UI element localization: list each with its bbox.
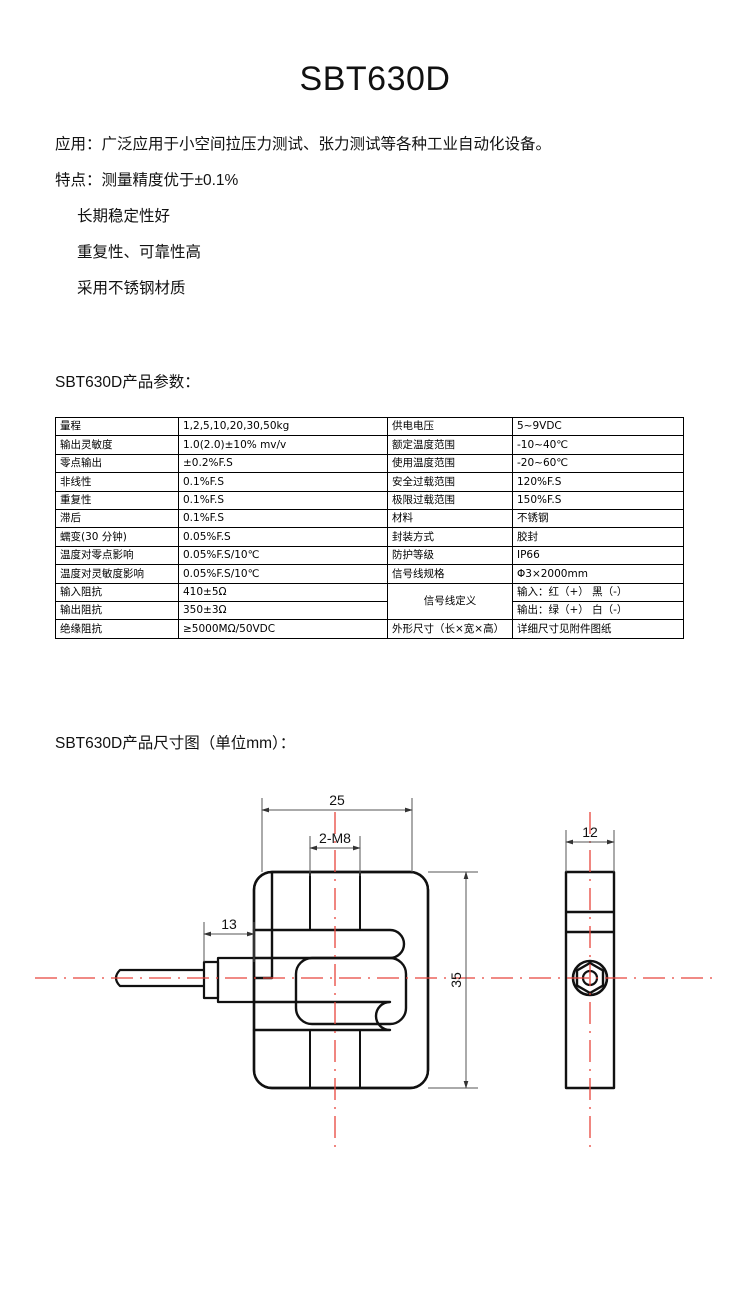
beam-outline [252, 870, 430, 1090]
beam-upper-slot [252, 928, 406, 960]
dim-label-thread: 2-M8 [319, 830, 351, 846]
table-row: 输入阻抗 410±5Ω 信号线定义 输入：红（+） 黑（-） [55, 582, 684, 621]
parameters-heading: SBT630D产品参数： [55, 374, 200, 391]
application-line: 应用：广泛应用于小空间拉压力测试、张力测试等各种工业自动化设备。 [55, 136, 552, 153]
features-label: 特点：测量精度优于±0.1% [55, 172, 239, 190]
table-row: 输出灵敏度 1.0(2.0)±10% mv/v 额定温度范围 -10~40℃ [55, 435, 684, 455]
spec-key: 非线性 [55, 472, 179, 492]
spec-key: 极限过载范围 [387, 490, 513, 510]
specification-table-body: 量程 1,2,5,10,20,30,50kg 供电电压 5~9VDC 输出灵敏度… [55, 416, 684, 639]
beam-outer-body [252, 870, 430, 1090]
spec-value: 350±3Ω [178, 600, 388, 621]
beam-profile [252, 870, 430, 1090]
spec-value: 不锈钢 [512, 508, 684, 529]
feature-item-2: 重复性、可靠性高 [77, 244, 202, 262]
spec-key: 蠕变(30 分钟) [55, 527, 179, 547]
cable-assembly [114, 956, 256, 1004]
spec-key: 信号线规格 [387, 564, 513, 584]
spec-key: 输出灵敏度 [55, 435, 179, 455]
cable-gland-collar [202, 960, 220, 1000]
spec-value: 150%F.S [512, 490, 684, 510]
spec-key: 供电电压 [387, 416, 513, 437]
spec-value: 胶封 [512, 527, 684, 547]
spec-key: 外形尺寸（长×宽×高） [387, 619, 513, 639]
spec-value: 0.05%F.S [178, 527, 388, 547]
beam-lower-slot [252, 1000, 392, 1032]
spec-value: 0.1%F.S [178, 490, 388, 510]
specification-table: 量程 1,2,5,10,20,30,50kg 供电电压 5~9VDC 输出灵敏度… [55, 416, 684, 639]
spec-key: 安全过载范围 [387, 472, 513, 492]
spec-value: IP66 [512, 545, 684, 566]
spec-key: 输出阻抗 [55, 600, 179, 621]
spec-value: 0.05%F.S/10℃ [178, 564, 388, 584]
dim-label-width: 25 [329, 792, 345, 808]
spec-key: 绝缘阻抗 [55, 619, 179, 639]
spec-value: 0.1%F.S [178, 508, 388, 529]
spec-value: -10~40℃ [512, 435, 684, 455]
centerlines [35, 812, 715, 1148]
table-row: 蠕变(30 分钟) 0.05%F.S 封装方式 胶封 [55, 527, 684, 547]
spec-value: 1,2,5,10,20,30,50kg [178, 416, 388, 437]
spec-key: 量程 [55, 416, 179, 437]
spec-key: 重复性 [55, 490, 179, 510]
table-row: 输出阻抗 350±3Ω 输出：绿（+） 白（-） [55, 600, 684, 621]
spec-value: 输出：绿（+） 白（-） [512, 600, 684, 621]
feature-item-3: 采用不锈钢材质 [77, 280, 186, 298]
spec-key: 防护等级 [387, 545, 513, 566]
dim-label-cable: 13 [221, 916, 237, 932]
cable-gland-body [216, 956, 256, 1004]
spec-key: 滞后 [55, 508, 179, 529]
dim-label-height: 35 [448, 972, 464, 988]
spec-value: 0.1%F.S [178, 472, 388, 492]
spec-key: 温度对灵敏度影响 [55, 564, 179, 584]
table-row: 重复性 0.1%F.S 极限过载范围 150%F.S [55, 490, 684, 510]
spec-key: 温度对零点影响 [55, 545, 179, 566]
feature-item-1: 长期稳定性好 [77, 208, 171, 226]
spec-value: Φ3×2000mm [512, 564, 684, 584]
spec-value: ±0.2%F.S [178, 453, 388, 474]
dimension-drawing-svg: 25 2-M8 13 35 12 [35, 792, 715, 1148]
specification-table-container: 量程 1,2,5,10,20,30,50kg 供电电压 5~9VDC 输出灵敏度… [55, 416, 684, 639]
spec-value: 详细尺寸见附件图纸 [512, 619, 684, 639]
dimension-drawing: 25 2-M8 13 35 12 [0, 780, 750, 1180]
spec-value: 120%F.S [512, 472, 684, 492]
dimension-labels: 25 2-M8 13 35 12 [221, 792, 598, 988]
spec-key: 使用温度范围 [387, 453, 513, 474]
spec-value: 410±5Ω [178, 582, 388, 602]
threaded-holes [309, 872, 361, 1088]
spec-key: 封装方式 [387, 527, 513, 547]
spec-key: 材料 [387, 508, 513, 529]
intro-block: 应用：广泛应用于小空间拉压力测试、张力测试等各种工业自动化设备。 特点：测量精度… [55, 136, 695, 316]
dim-label-side-width: 12 [582, 824, 598, 840]
signal-wire-definition-label: 信号线定义 [387, 582, 513, 621]
spec-value: 0.05%F.S/10℃ [178, 545, 388, 566]
page-title: SBT630D [299, 60, 451, 98]
spec-key: 输入阻抗 [55, 582, 179, 602]
spec-key: 额定温度范围 [387, 435, 513, 455]
spec-value: -20~60℃ [512, 453, 684, 474]
beam-center-cutout [294, 956, 408, 1026]
dimensions-heading: SBT630D产品尺寸图（单位mm）： [55, 735, 296, 752]
spec-value: ≥5000MΩ/50VDC [178, 619, 388, 639]
spec-value: 输入：红（+） 黑（-） [512, 582, 684, 602]
load-cell-front-view [252, 870, 430, 1090]
table-row: 滞后 0.1%F.S 材料 不锈钢 [55, 508, 684, 529]
spec-key: 零点输出 [55, 453, 179, 474]
spec-value: 1.0(2.0)±10% mv/v [178, 435, 388, 455]
table-row: 量程 1,2,5,10,20,30,50kg 供电电压 5~9VDC [55, 416, 684, 437]
table-row: 温度对灵敏度影响 0.05%F.S/10℃ 信号线规格 Φ3×2000mm [55, 564, 684, 584]
table-row: 绝缘阻抗 ≥5000MΩ/50VDC 外形尺寸（长×宽×高） 详细尺寸见附件图纸 [55, 619, 684, 639]
dimension-lines [203, 798, 615, 1089]
table-row: 非线性 0.1%F.S 安全过载范围 120%F.S [55, 472, 684, 492]
page-bottom-spacer [0, 1300, 1, 1301]
spec-value: 5~9VDC [512, 416, 684, 437]
table-row: 温度对零点影响 0.05%F.S/10℃ 防护等级 IP66 [55, 545, 684, 566]
table-row: 零点输出 ±0.2%F.S 使用温度范围 -20~60℃ [55, 453, 684, 474]
